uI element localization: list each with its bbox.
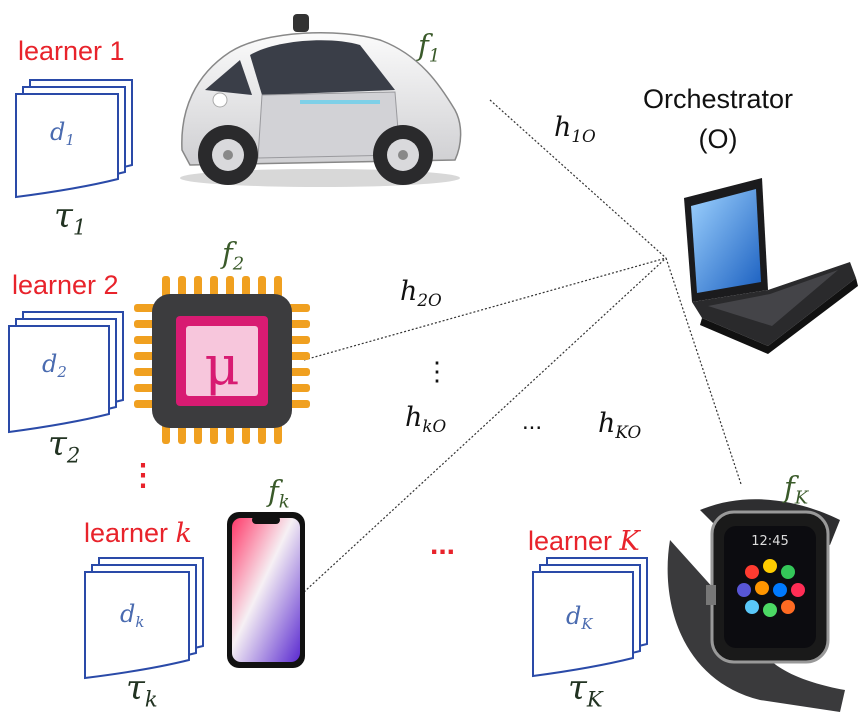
link-label-k: hkO xyxy=(405,402,447,436)
learner-label-2: learner 2 xyxy=(12,270,119,300)
document-stack-icon-K xyxy=(532,557,648,678)
orchestrator-title: Orchestrator xyxy=(642,84,794,114)
func-label-K: fK xyxy=(784,470,809,509)
document-stack-icon-2 xyxy=(8,311,124,434)
func-label-1: f1 xyxy=(418,28,441,67)
data-label-1: d1 xyxy=(50,118,75,150)
data-label-k: dk xyxy=(120,600,145,632)
link-line-2 xyxy=(303,257,667,361)
document-stack-icon-k xyxy=(84,557,204,680)
laptop-icon xyxy=(684,178,858,354)
learner-label-k: learner k xyxy=(84,518,192,549)
tau-label-k: τk xyxy=(126,668,158,712)
data-label-K: dK xyxy=(566,602,593,634)
smartwatch-icon: 12:45 xyxy=(667,499,845,712)
vertical-ellipsis-learners: ⋮ xyxy=(128,459,158,492)
tau-label-2: τ2 xyxy=(48,424,81,468)
learner-label-1: learner 1 xyxy=(18,36,125,66)
tau-label-K: τK xyxy=(568,668,603,712)
smartphone-icon xyxy=(227,512,305,668)
horizontal-ellipsis-learners: ... xyxy=(430,528,456,561)
orchestrator-abbrev: (O) xyxy=(698,124,738,154)
svg-text:12:45: 12:45 xyxy=(751,534,788,549)
data-label-2: d2 xyxy=(42,350,67,382)
link-label-2: h2O xyxy=(400,276,442,310)
link-label-1: h1O xyxy=(554,112,596,146)
link-line-1 xyxy=(489,99,667,259)
func-label-2: f2 xyxy=(222,236,245,275)
vertical-ellipsis-links: ⋮ xyxy=(424,356,450,386)
svg-text:μ: μ xyxy=(204,334,239,397)
document-stack-icon-1 xyxy=(15,79,133,199)
learner-label-K: learner K xyxy=(528,526,640,557)
link-label-K: hKO xyxy=(598,408,642,442)
tau-label-1: τ1 xyxy=(54,196,87,240)
self-driving-car-icon xyxy=(180,14,462,187)
microcontroller-chip-icon: μ xyxy=(134,276,310,444)
horizontal-ellipsis-links: ... xyxy=(522,408,543,435)
func-label-k: fk xyxy=(268,474,290,513)
